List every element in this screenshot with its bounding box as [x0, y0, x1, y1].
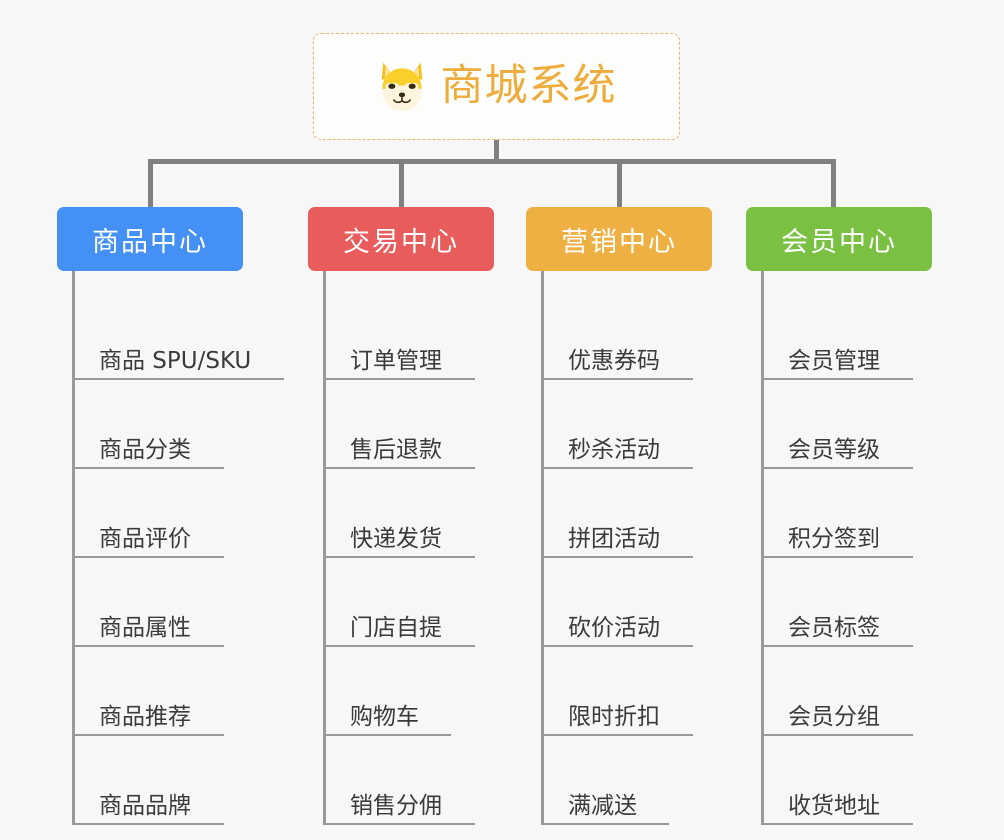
- leaf-item-label: 满减送: [568, 792, 637, 819]
- leaf-item[interactable]: 会员分组: [746, 647, 932, 736]
- leaf-underline: [541, 734, 693, 736]
- branch-spine-1: [72, 271, 75, 825]
- leaf-item-label: 砍价活动: [568, 614, 660, 641]
- leaf-underline: [323, 378, 475, 380]
- leaf-item[interactable]: 秒杀活动: [526, 380, 712, 469]
- leaf-item[interactable]: 商品属性: [57, 558, 243, 647]
- leaf-item[interactable]: 商品评价: [57, 469, 243, 558]
- leaf-item[interactable]: 积分签到: [746, 469, 932, 558]
- connector-drop-2: [399, 159, 404, 209]
- leaf-item[interactable]: 收货地址: [746, 736, 932, 825]
- leaf-item-label: 快递发货: [350, 525, 442, 552]
- leaf-item[interactable]: 门店自提: [308, 558, 494, 647]
- branch-column-4: 会员中心会员管理会员等级积分签到会员标签会员分组收货地址: [746, 207, 932, 825]
- connector-drop-4: [831, 159, 836, 209]
- leaf-underline: [761, 734, 913, 736]
- leaf-item-label: 积分签到: [788, 525, 880, 552]
- branch-spine-2: [323, 271, 326, 825]
- leaf-item[interactable]: 限时折扣: [526, 647, 712, 736]
- leaf-item[interactable]: 会员等级: [746, 380, 932, 469]
- leaf-list-2: 订单管理售后退款快递发货门店自提购物车销售分佣: [308, 271, 494, 825]
- leaf-underline: [72, 734, 224, 736]
- leaf-list-3: 优惠券码秒杀活动拼团活动砍价活动限时折扣满减送: [526, 271, 712, 825]
- branch-column-2: 交易中心订单管理售后退款快递发货门店自提购物车销售分佣: [308, 207, 494, 825]
- leaf-underline: [323, 734, 451, 736]
- leaf-item-label: 商品 SPU/SKU: [99, 347, 252, 374]
- leaf-item[interactable]: 售后退款: [308, 380, 494, 469]
- leaf-underline: [761, 823, 913, 825]
- leaf-item[interactable]: 商品品牌: [57, 736, 243, 825]
- leaf-item[interactable]: 购物车: [308, 647, 494, 736]
- leaf-item-label: 商品推荐: [99, 703, 191, 730]
- leaf-item-label: 会员分组: [788, 703, 880, 730]
- leaf-underline: [72, 823, 224, 825]
- category-header-3[interactable]: 营销中心: [526, 207, 712, 271]
- connector-drop-1: [148, 159, 153, 209]
- leaf-item[interactable]: 砍价活动: [526, 558, 712, 647]
- leaf-item-label: 会员等级: [788, 436, 880, 463]
- leaf-underline: [323, 823, 475, 825]
- leaf-item-label: 商品属性: [99, 614, 191, 641]
- branch-spine-4: [761, 271, 764, 825]
- leaf-item[interactable]: 销售分佣: [308, 736, 494, 825]
- leaf-underline: [541, 556, 693, 558]
- leaf-item[interactable]: 拼团活动: [526, 469, 712, 558]
- leaf-item-label: 商品分类: [99, 436, 191, 463]
- leaf-item-label: 购物车: [350, 703, 419, 730]
- leaf-underline: [761, 556, 913, 558]
- category-header-1[interactable]: 商品中心: [57, 207, 243, 271]
- leaf-item[interactable]: 会员标签: [746, 558, 932, 647]
- shiba-dog-emoji-icon: [381, 62, 422, 111]
- leaf-item-label: 收货地址: [788, 792, 880, 819]
- leaf-item-label: 订单管理: [350, 347, 442, 374]
- leaf-underline: [72, 467, 224, 469]
- leaf-item[interactable]: 满减送: [526, 736, 712, 825]
- leaf-item-label: 门店自提: [350, 614, 442, 641]
- leaf-underline: [761, 378, 913, 380]
- branch-column-1: 商品中心商品 SPU/SKU 商品分类商品评价商品属性商品推荐商品品牌: [57, 207, 284, 825]
- leaf-item-label: 优惠券码: [568, 347, 660, 374]
- leaf-underline: [323, 556, 475, 558]
- leaf-underline: [541, 378, 693, 380]
- leaf-underline: [323, 645, 475, 647]
- branch-spine-3: [541, 271, 544, 825]
- category-header-4[interactable]: 会员中心: [746, 207, 932, 271]
- leaf-underline: [72, 378, 284, 380]
- leaf-item-label: 商品评价: [99, 525, 191, 552]
- leaf-underline: [761, 645, 913, 647]
- leaf-list-1: 商品 SPU/SKU 商品分类商品评价商品属性商品推荐商品品牌: [57, 271, 284, 825]
- leaf-item-label: 限时折扣: [568, 703, 660, 730]
- leaf-underline: [761, 467, 913, 469]
- leaf-underline: [72, 556, 224, 558]
- connector-stem: [494, 140, 499, 164]
- leaf-item[interactable]: 商品 SPU/SKU: [57, 291, 284, 380]
- leaf-item[interactable]: 商品推荐: [57, 647, 243, 736]
- leaf-item-label: 商品品牌: [99, 792, 191, 819]
- leaf-underline: [323, 467, 475, 469]
- leaf-underline: [541, 823, 669, 825]
- root-title: 商城系统: [440, 61, 617, 111]
- leaf-item[interactable]: 优惠券码: [526, 291, 712, 380]
- category-header-2[interactable]: 交易中心: [308, 207, 494, 271]
- leaf-item-label: 销售分佣: [350, 792, 442, 819]
- leaf-item-label: 会员管理: [788, 347, 880, 374]
- leaf-item[interactable]: 会员管理: [746, 291, 932, 380]
- leaf-underline: [72, 645, 224, 647]
- leaf-item[interactable]: 订单管理: [308, 291, 494, 380]
- leaf-underline: [541, 467, 693, 469]
- branch-column-3: 营销中心优惠券码秒杀活动拼团活动砍价活动限时折扣满减送: [526, 207, 712, 825]
- leaf-item[interactable]: 商品分类: [57, 380, 243, 469]
- leaf-underline: [541, 645, 693, 647]
- leaf-list-4: 会员管理会员等级积分签到会员标签会员分组收货地址: [746, 271, 932, 825]
- leaf-item[interactable]: 快递发货: [308, 469, 494, 558]
- connector-drop-3: [617, 159, 622, 209]
- leaf-item-label: 秒杀活动: [568, 436, 660, 463]
- root-node[interactable]: 商城系统: [313, 33, 680, 140]
- connector-bus: [148, 159, 836, 164]
- leaf-item-label: 会员标签: [788, 614, 880, 641]
- leaf-item-label: 售后退款: [350, 436, 442, 463]
- leaf-item-label: 拼团活动: [568, 525, 660, 552]
